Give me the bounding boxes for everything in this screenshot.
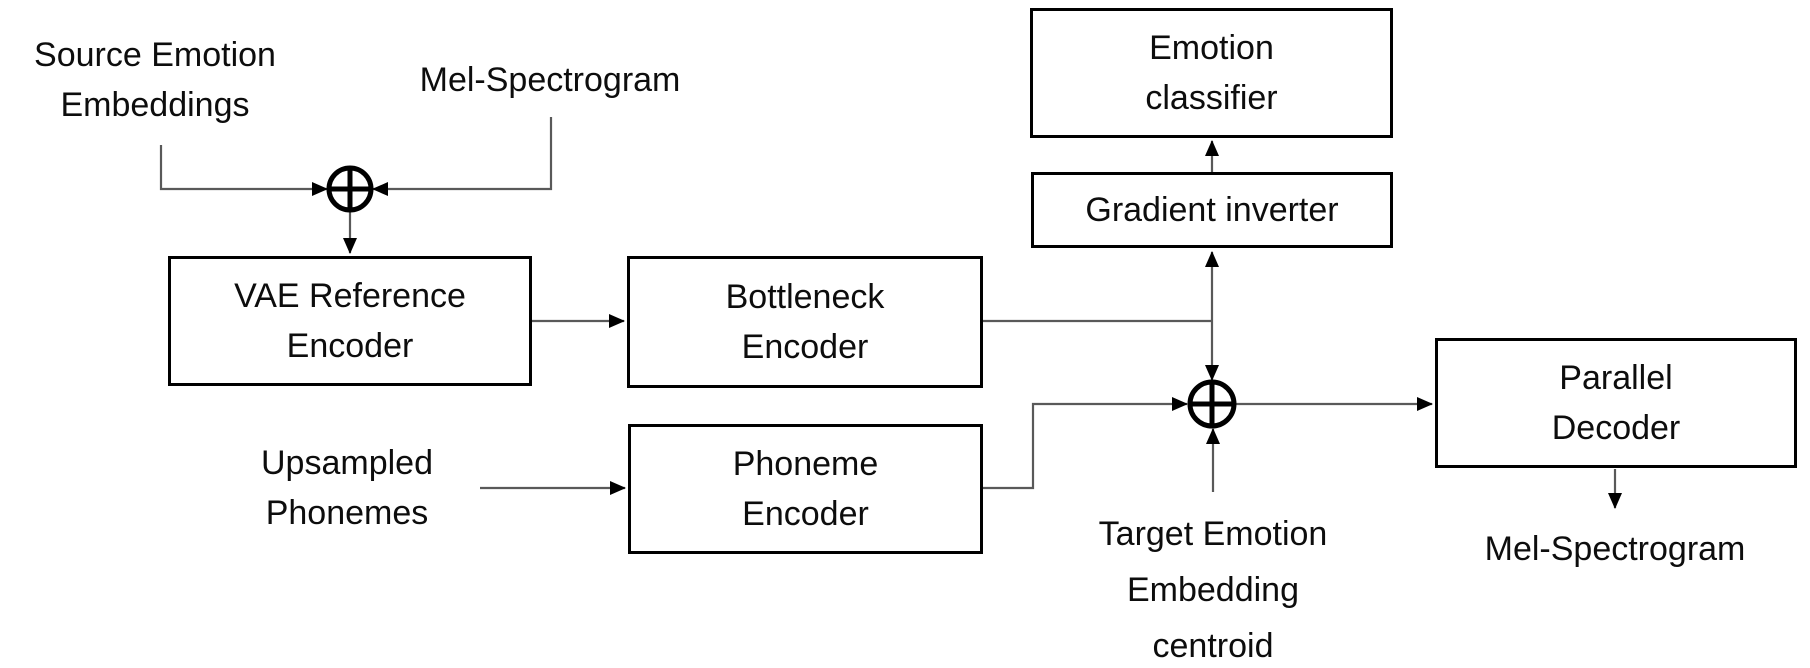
label-source-emotion-embeddings: Source Emotion Embeddings (34, 36, 276, 124)
edge-source-embeddings-to-sum1 (159, 145, 328, 196)
node-vae-reference-encoder: VAE Reference Encoder (168, 256, 532, 386)
node-gradient-inverter: Gradient inverter (1031, 172, 1393, 248)
label-upsampled-phonemes: Upsampled Phonemes (261, 444, 433, 532)
sum-node-icon (326, 165, 374, 213)
label-target-emotion-embedding-centroid: Target Emotion Embedding centroid (1098, 515, 1328, 665)
label-mel-spectrogram-output: Mel-Spectrogram (1484, 530, 1746, 568)
sum-node-icon (1187, 379, 1237, 429)
edge-mel-spectrogram-to-sum1 (372, 117, 553, 196)
label-mel-spectrogram-input: Mel-Spectrogram (419, 61, 681, 99)
node-phoneme-encoder: Phoneme Encoder (628, 424, 983, 554)
node-bottleneck-encoder: Bottleneck Encoder (627, 256, 983, 388)
edge-phoneme-encoder-to-sum2 (983, 397, 1188, 490)
node-emotion-classifier: Emotion classifier (1030, 8, 1393, 138)
node-parallel-decoder: Parallel Decoder (1435, 338, 1797, 468)
